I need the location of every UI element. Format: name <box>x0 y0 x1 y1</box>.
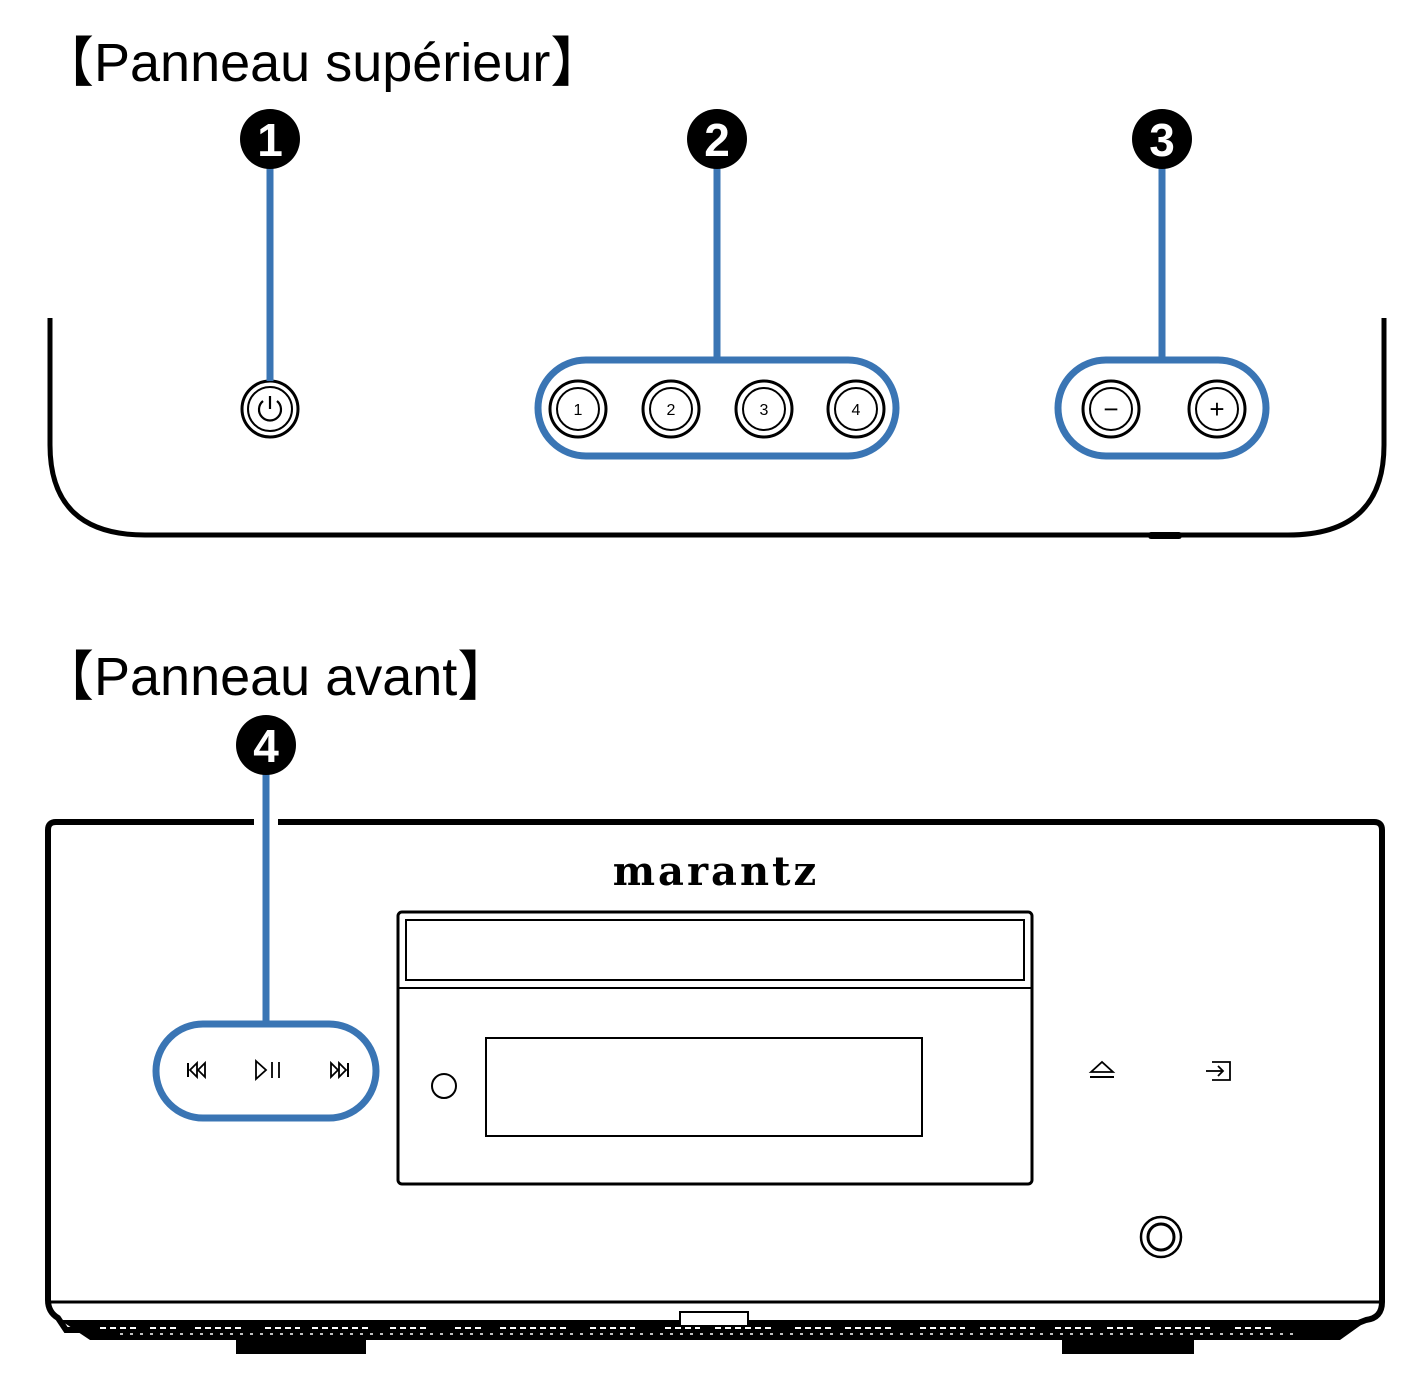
preset-label-4: 4 <box>852 402 861 419</box>
eject-button[interactable] <box>1088 1060 1116 1078</box>
volume-down-button[interactable]: − <box>1081 379 1141 439</box>
play-pause-button[interactable] <box>255 1058 280 1082</box>
top-panel-heading: 【Panneau supérieur】 <box>40 33 605 93</box>
brand-logo: marantz <box>613 848 820 895</box>
display-screen <box>485 1037 923 1137</box>
callout-badge-1: 1 <box>240 109 300 169</box>
callout-number-4: 4 <box>253 720 279 772</box>
callout-badge-4: 4 <box>236 715 296 775</box>
front-panel: marantz <box>45 715 1385 1354</box>
headphone-jack <box>1139 1215 1183 1259</box>
top-panel-outline <box>47 318 1387 538</box>
play-pause-icon <box>255 1058 280 1082</box>
remote-sensor <box>431 1073 457 1099</box>
previous-icon <box>187 1060 206 1080</box>
left-foot <box>236 1338 366 1354</box>
speaker-grille <box>60 1320 1368 1340</box>
next-button[interactable] <box>330 1060 349 1080</box>
callout-number-1: 1 <box>257 114 283 166</box>
callout-number-2: 2 <box>704 114 730 166</box>
display-module <box>396 910 1034 1186</box>
preset-label-2: 2 <box>667 402 676 419</box>
disc-slot <box>405 919 1025 981</box>
input-icon <box>1206 1061 1231 1081</box>
previous-button[interactable] <box>187 1060 206 1080</box>
callout-badge-3: 3 <box>1132 109 1192 169</box>
callout-number-3: 3 <box>1149 114 1175 166</box>
front-panel-heading: 【Panneau avant】 <box>40 647 512 707</box>
power-button[interactable] <box>240 379 300 439</box>
preset-label-3: 3 <box>760 402 769 419</box>
top-panel-notch <box>1148 532 1182 539</box>
callout-badge-2: 2 <box>687 109 747 169</box>
preset-button-3[interactable]: 3 <box>734 379 794 439</box>
input-button[interactable] <box>1206 1061 1231 1081</box>
volume-down-label: − <box>1103 394 1118 424</box>
preset-button-1[interactable]: 1 <box>548 379 608 439</box>
preset-label-1: 1 <box>574 402 583 419</box>
right-foot <box>1062 1338 1194 1354</box>
volume-up-label: + <box>1209 394 1224 424</box>
power-icon <box>257 396 283 422</box>
eject-icon <box>1088 1060 1116 1078</box>
front-panel-outline <box>45 819 1385 1333</box>
top-panel: 1 2 3 4 − + <box>47 109 1387 539</box>
front-panel-center-notch <box>679 1311 749 1327</box>
preset-button-4[interactable]: 4 <box>826 379 886 439</box>
next-icon <box>330 1060 349 1080</box>
preset-button-2[interactable]: 2 <box>641 379 701 439</box>
volume-up-button[interactable]: + <box>1187 379 1247 439</box>
